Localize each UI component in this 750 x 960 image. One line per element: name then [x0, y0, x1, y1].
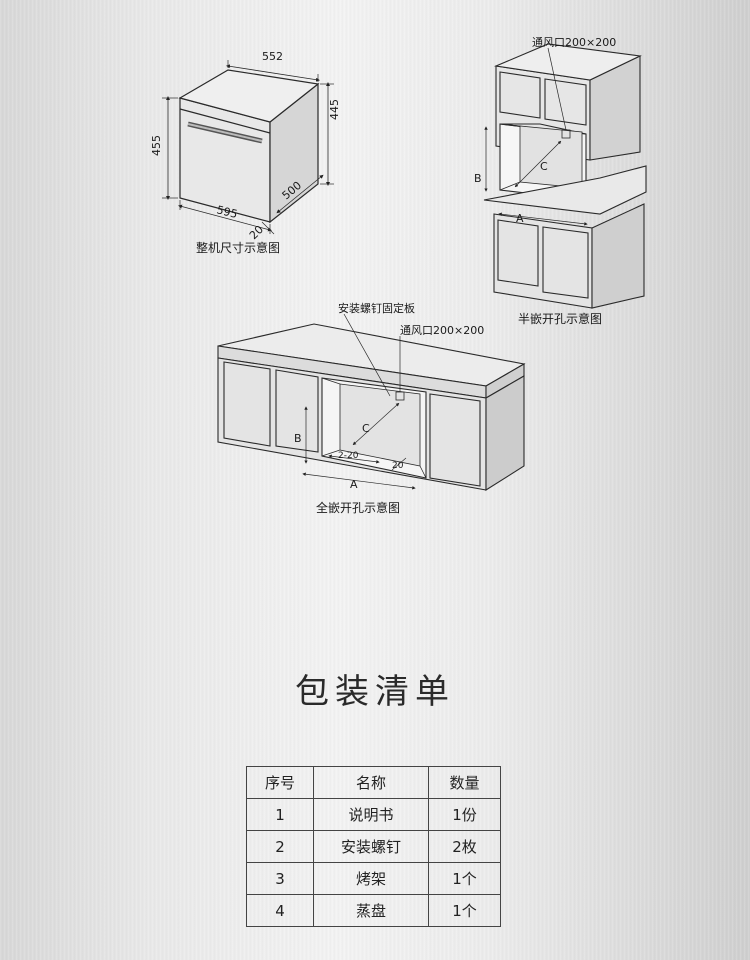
row-name: 烤架 [312, 862, 430, 895]
header-qty: 数量 [428, 766, 501, 799]
packing-list-title: 包装清单 [295, 672, 455, 712]
row-name: 说明书 [312, 798, 430, 831]
table-row: 3 烤架 1个 [246, 862, 501, 895]
row-qty: 1个 [428, 862, 501, 895]
full-vent-label: 通风口200×200 [400, 324, 484, 337]
half-dim-c: C [540, 160, 548, 173]
full-caption: 全嵌开孔示意图 [316, 500, 400, 515]
dim-455: 455 [150, 135, 163, 156]
packing-list-table: 序号 名称 数量 1 说明书 1份 2 安装螺钉 2枚 3 烤架 1个 4 蒸盘… [246, 766, 501, 927]
row-name: 蒸盘 [312, 894, 430, 927]
installation-diagrams: 552 445 455 500 595 20 整机尺寸示意图 通风口20 [150, 36, 647, 515]
full-dim-gap: 2-20 [338, 451, 359, 461]
table-row: 2 安装螺钉 2枚 [246, 830, 501, 863]
row-no: 2 [246, 830, 314, 863]
half-embed-cabinet-diagram [483, 43, 647, 309]
full-dim-a: A [350, 478, 358, 491]
table-row: 4 蒸盘 1个 [246, 894, 501, 927]
dim-595: 595 [215, 203, 239, 221]
row-no: 1 [246, 798, 314, 831]
full-plate-label: 安装螺钉固定板 [338, 301, 415, 315]
half-dim-a: A [516, 212, 524, 225]
full-dim-b: B [294, 432, 302, 445]
full-embed-cabinet-diagram [217, 313, 526, 491]
oven-caption: 整机尺寸示意图 [196, 240, 280, 255]
oven-dimension-diagram [162, 60, 334, 235]
full-dim-c: C [362, 422, 370, 435]
half-caption: 半嵌开孔示意图 [518, 311, 602, 326]
table-header-row: 序号 名称 数量 [246, 766, 501, 799]
header-name: 名称 [312, 766, 430, 799]
row-qty: 1份 [428, 798, 501, 831]
half-dim-b: B [474, 172, 482, 185]
row-qty: 2枚 [428, 830, 501, 863]
row-no: 4 [246, 894, 314, 927]
dim-445: 445 [328, 99, 341, 120]
row-name: 安装螺钉 [312, 830, 430, 863]
half-vent-label: 通风口200×200 [532, 36, 616, 49]
row-qty: 1个 [428, 894, 501, 927]
row-no: 3 [246, 862, 314, 895]
full-dim-20: 20 [392, 461, 404, 471]
dim-552: 552 [262, 50, 283, 63]
table-row: 1 说明书 1份 [246, 798, 501, 831]
dim-20: 20 [247, 223, 266, 242]
header-no: 序号 [246, 766, 314, 799]
